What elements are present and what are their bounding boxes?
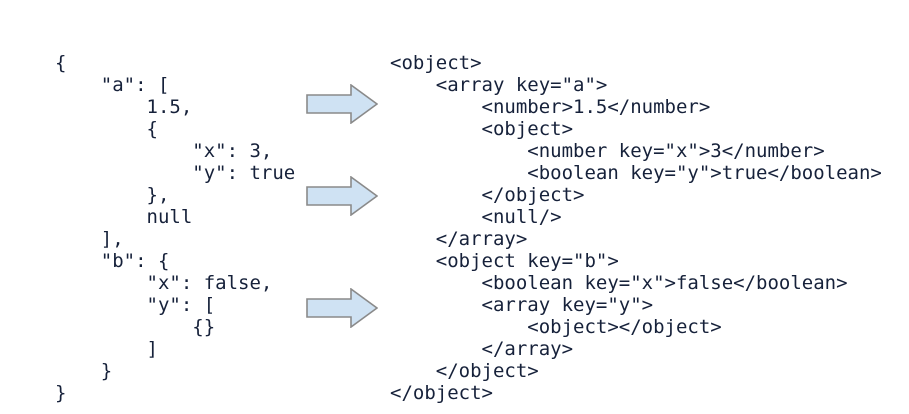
- json-source-code: { "a": [ 1.5, { "x": 3, "y": true }, nul…: [55, 52, 296, 404]
- arrow-right-icon-2: [306, 176, 378, 216]
- arrow-right-icon-3: [306, 288, 378, 328]
- arrow-right-icon-1: [306, 84, 378, 124]
- xml-result-code: <object> <array key="a"> <number>1.5</nu…: [390, 52, 882, 404]
